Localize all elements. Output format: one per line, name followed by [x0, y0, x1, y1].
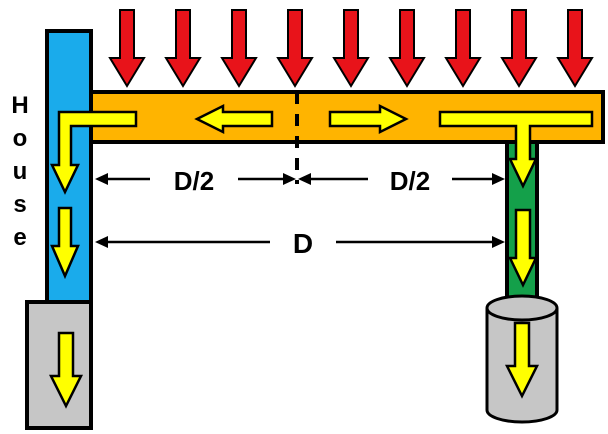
- rain-arrow: [276, 9, 314, 88]
- flow-right-arrow: [328, 103, 409, 135]
- flow-left-arrow: [194, 103, 274, 135]
- house-letter: o: [13, 125, 28, 152]
- dim-arrowhead: [283, 173, 296, 185]
- rain-arrow: [556, 9, 594, 88]
- rain-arrow: [500, 9, 538, 88]
- dim-right-half-label: D/2: [390, 166, 430, 196]
- dim-left-half-label: D/2: [174, 166, 214, 196]
- dim-arrowhead: [95, 236, 108, 248]
- dim-arrowhead: [492, 236, 505, 248]
- rain-arrow: [332, 9, 370, 88]
- house-letter: u: [13, 158, 28, 185]
- water-flow-arrows: [48, 103, 594, 409]
- dim-full-label: D: [293, 228, 313, 259]
- flow-spout-down-arrow: [508, 208, 538, 288]
- dim-arrowhead: [95, 173, 108, 185]
- flow-left-elbow-arrow: [50, 110, 138, 195]
- dimension-lines: [95, 173, 505, 248]
- dim-arrowhead: [298, 173, 311, 185]
- flow-right-tee: [438, 110, 594, 189]
- rain-arrow: [164, 9, 202, 88]
- rain-arrow: [220, 9, 258, 88]
- rain-arrow: [388, 9, 426, 88]
- flow-barrel-down-arrow: [504, 321, 540, 399]
- house-letter: e: [13, 224, 26, 251]
- flow-wall-down-arrow: [50, 206, 80, 280]
- house-letter: s: [13, 191, 26, 218]
- rain-arrow: [444, 9, 482, 88]
- house-label: H o u s e: [11, 92, 28, 251]
- rain-arrow: [108, 9, 146, 88]
- flow-box-down-arrow: [48, 331, 84, 409]
- rain-arrows: [108, 9, 594, 88]
- dim-arrowhead: [492, 173, 505, 185]
- house-letter: H: [11, 92, 28, 119]
